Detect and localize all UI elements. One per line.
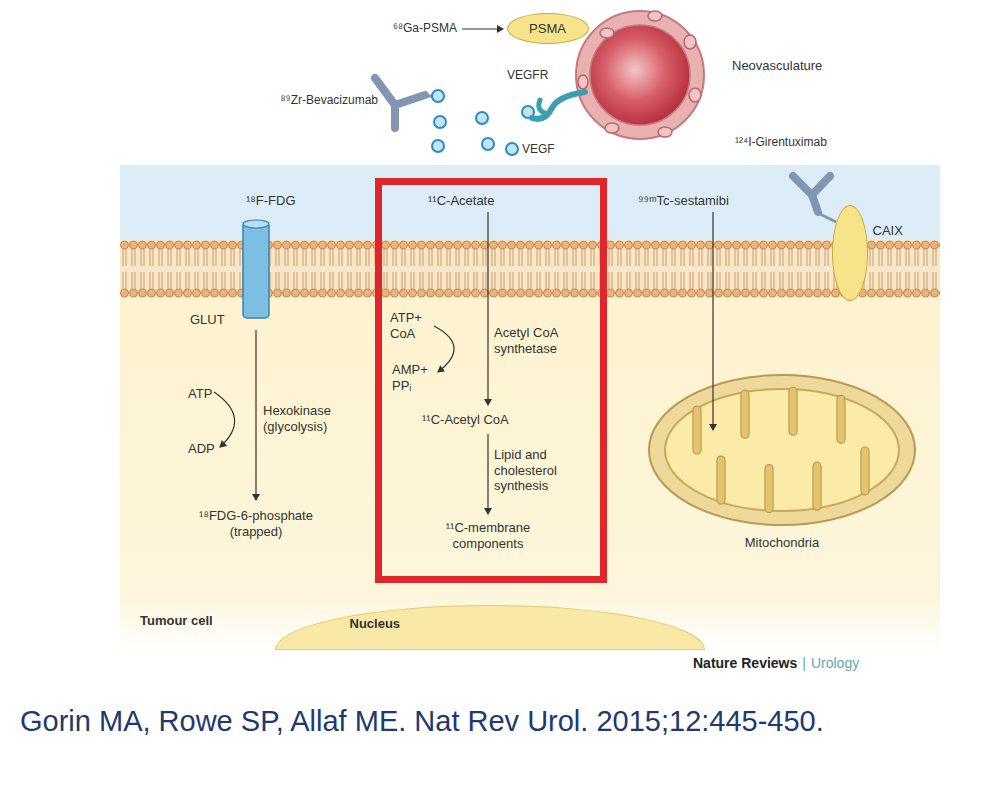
tracer-label: ¹⁸FDG-6-phosphate (trapped) — [181, 508, 331, 539]
mitochondrion: Mitochondria — [648, 372, 916, 554]
tumour-cell: Tumour cell GLUT ¹¹C-AcetateATP+ CoA Acetyl… — [120, 165, 940, 645]
tracer-label: ¹²⁴I-Girentuximab — [735, 135, 827, 149]
node-text: Mitochondria — [745, 535, 819, 551]
tracer-label: Hexokinase (glycolysis) — [263, 403, 358, 434]
nucleus: Nucleus — [275, 605, 705, 650]
caix-protein: CAIX — [832, 205, 868, 301]
journal-mark: Nature Reviews | Urology — [693, 655, 859, 671]
node-text: ¹¹C-membrane components — [428, 520, 548, 551]
node-text: Neovasculature — [732, 58, 822, 74]
highlight-box: ¹¹C-AcetateATP+ CoA Acetyl CoA synthetase… — [375, 178, 607, 583]
mitochondrial-crista — [693, 406, 701, 454]
journal-name: Urology — [811, 655, 859, 671]
node-text: Acetyl CoA synthetase — [494, 325, 584, 356]
node-text: ¹¹C-Acetyl CoA — [422, 412, 509, 428]
mitochondrial-crista — [861, 447, 869, 495]
tracer-label: ⁶⁸Ga-PSMA — [393, 21, 457, 35]
mitochondrial-crista — [837, 395, 845, 443]
tracer-label: ADP — [188, 441, 215, 457]
citation-caption: Gorin MA, Rowe SP, Allaf ME. Nat Rev Uro… — [20, 704, 824, 739]
mitochondrial-crista — [717, 456, 725, 504]
node-text: PSMA — [529, 21, 566, 37]
psma-ellipse: PSMA — [507, 13, 589, 44]
tracer-label: VEGFR — [507, 68, 548, 82]
mitochondrial-crista — [765, 465, 773, 513]
mitochondrial-crista — [789, 387, 797, 435]
mitochondrial-crista — [813, 462, 821, 510]
tracer-label: ¹⁸F-FDG — [246, 193, 296, 209]
glut-transporter: GLUT — [182, 218, 274, 333]
neovasculature-vessel: NeovasculaturePSMA — [575, 8, 875, 143]
journal-name: | — [802, 655, 806, 671]
tracer-label: VEGF — [522, 142, 555, 156]
node-text: CAIX — [873, 223, 903, 239]
node-text: ATP+ CoA — [390, 310, 430, 341]
tracer-label: ⁸⁹Zr-Bevacizumab — [280, 93, 378, 107]
node-text: Nucleus — [350, 616, 401, 632]
tracer-label: ATP — [188, 386, 212, 402]
tracer-label: ⁹⁹ᵐTc-sestamibi — [638, 193, 729, 209]
node-text: GLUT — [190, 312, 225, 328]
node-text: ¹¹C-Acetate — [428, 193, 494, 209]
node-text: Lipid and cholesterol synthesis — [494, 447, 574, 494]
mitochondrial-crista — [741, 390, 749, 438]
node-text: Tumour cell — [140, 613, 213, 629]
node-text: AMP+ PPᵢ — [392, 362, 432, 393]
journal-name: Nature Reviews — [693, 655, 797, 671]
